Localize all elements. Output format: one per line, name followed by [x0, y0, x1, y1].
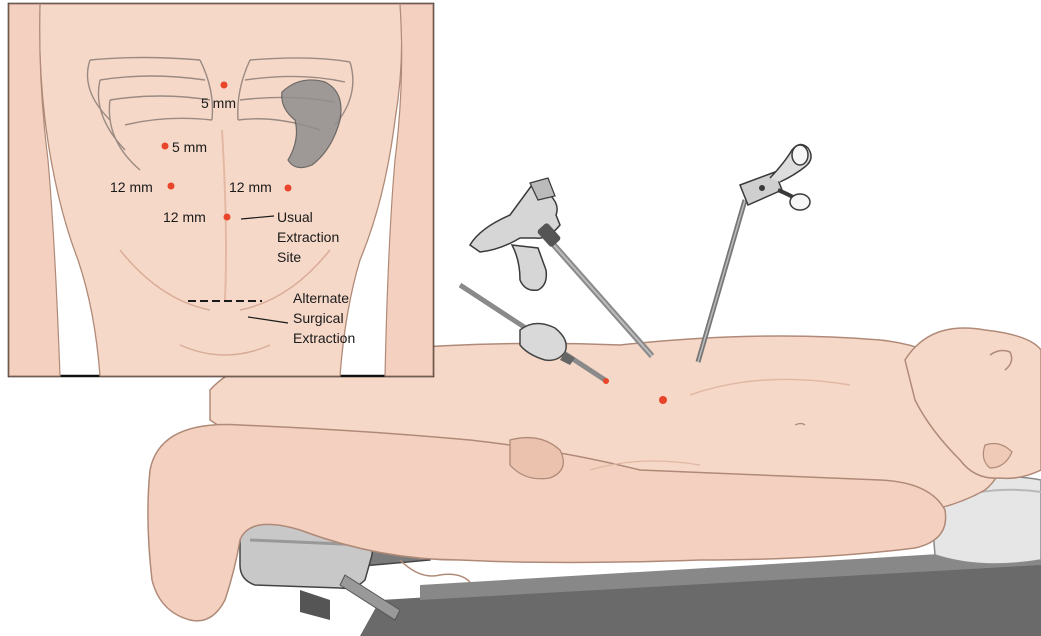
label-port-upper-right: 5 mm	[172, 139, 207, 155]
alternate-extraction-line-1: Alternate	[293, 290, 349, 306]
arm-board-rod	[340, 575, 400, 620]
label-port-umbilical: 12 mm	[163, 209, 206, 225]
laparoscopic-scissors-icon	[470, 178, 652, 356]
usual-extraction-line-3: Site	[277, 249, 301, 265]
port-umbilical	[224, 214, 231, 221]
port-upper-right	[162, 143, 169, 150]
port-lower-left	[285, 185, 292, 192]
body-port-marker	[659, 396, 667, 404]
port-lower-right	[168, 183, 175, 190]
arm-board-clamp	[300, 590, 330, 620]
port-upper-midline	[221, 82, 228, 89]
label-port-lower-right: 12 mm	[110, 179, 153, 195]
alternate-extraction-line-3: Extraction	[293, 330, 355, 346]
label-port-upper-midline: 5 mm	[201, 95, 236, 111]
usual-extraction-line-2: Extraction	[277, 229, 339, 245]
usual-extraction-line-1: Usual	[277, 209, 313, 225]
label-port-lower-left: 12 mm	[229, 179, 272, 195]
scissor-pivot	[759, 185, 765, 191]
trocar-icon	[698, 144, 811, 362]
scissor-ring-upper	[792, 145, 808, 165]
pistol-trigger	[512, 245, 546, 290]
alternate-extraction-line-2: Surgical	[293, 310, 344, 326]
scissor-ring-lower	[790, 194, 810, 210]
inset-panel: 5 mm 5 mm 12 mm 12 mm 12 mm Usual Extrac…	[9, 4, 433, 376]
grasper-entry-port	[603, 378, 609, 384]
hand	[400, 560, 470, 582]
